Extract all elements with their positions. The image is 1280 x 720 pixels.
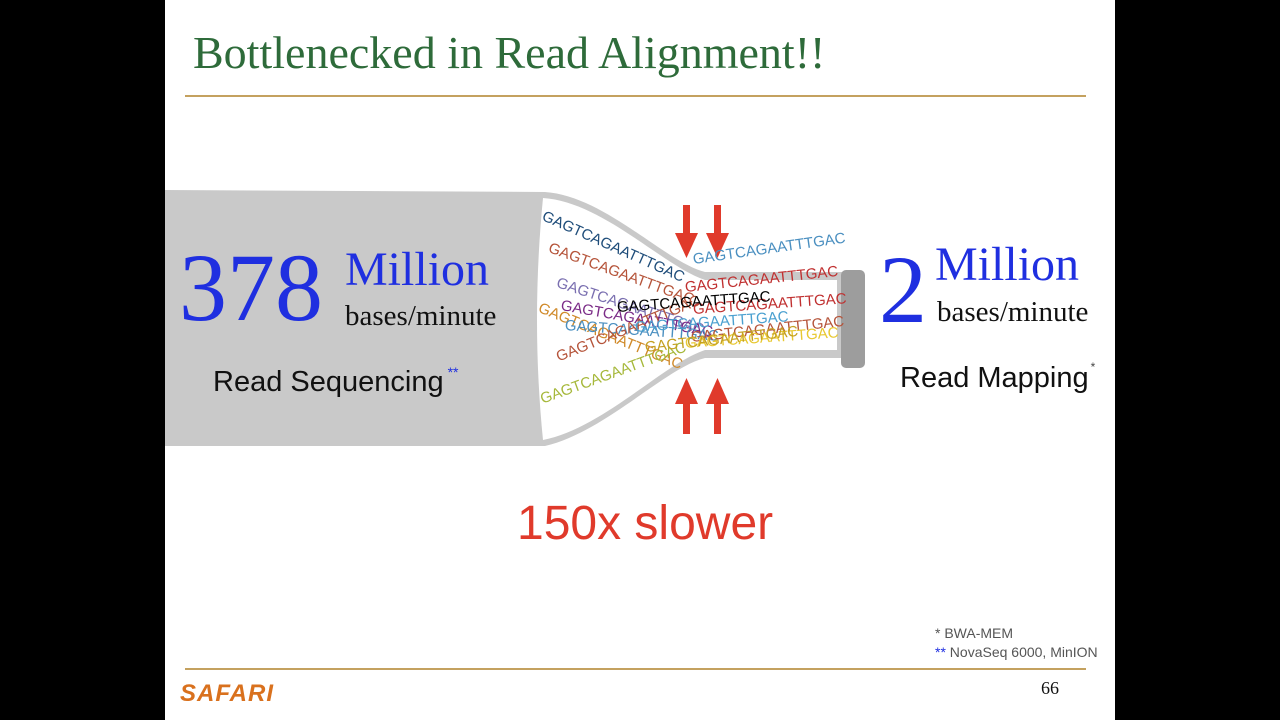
footnote-double-star: **	[935, 644, 946, 660]
safari-logo: SAFARI	[180, 680, 275, 707]
slowdown-factor: 150x slower	[517, 497, 774, 550]
read-sequencing-text: Read Sequencing	[213, 366, 444, 398]
bottle-body	[165, 190, 845, 446]
sequencing-throughput-number: 378	[179, 234, 323, 341]
arrow-up-right-icon	[706, 378, 729, 434]
footnote-sequencers: ** NovaSeq 6000, MinION	[935, 644, 1098, 660]
arrow-down-right-icon	[706, 205, 729, 258]
arrow-up-left-icon	[675, 378, 698, 434]
mapping-throughput-unit: Million	[935, 238, 1080, 291]
footnote-bwa-mem: * BWA-MEM	[935, 625, 1014, 641]
sequencing-footnote-marker: **	[447, 364, 459, 380]
mapping-footnote-marker: *	[1090, 360, 1096, 374]
read-mapping-text: Read Mapping	[900, 362, 1089, 394]
read-mapping-label: Read Mapping*	[900, 360, 1095, 395]
read-sequencing-label: Read Sequencing**	[213, 364, 458, 399]
arrow-down-left-icon	[675, 205, 698, 258]
slide-title: Bottlenecked in Read Alignment!!	[193, 27, 826, 78]
footer-rule	[185, 668, 1086, 670]
bottle-illustration	[165, 190, 865, 446]
mapping-throughput-number: 2	[879, 236, 927, 343]
title-rule	[185, 95, 1086, 97]
sequencing-throughput-unit: Million	[345, 243, 490, 296]
bottle-interior	[537, 198, 837, 440]
slide: Bottlenecked in Read Alignment!! GAGTCAG…	[165, 0, 1115, 720]
footnote-sequencers-text: NovaSeq 6000, MinION	[945, 644, 1098, 660]
bottle-cap	[841, 270, 865, 368]
mapping-throughput-rate: bases/minute	[937, 296, 1089, 328]
page-number: 66	[1041, 678, 1059, 698]
sequencing-throughput-rate: bases/minute	[345, 300, 497, 332]
